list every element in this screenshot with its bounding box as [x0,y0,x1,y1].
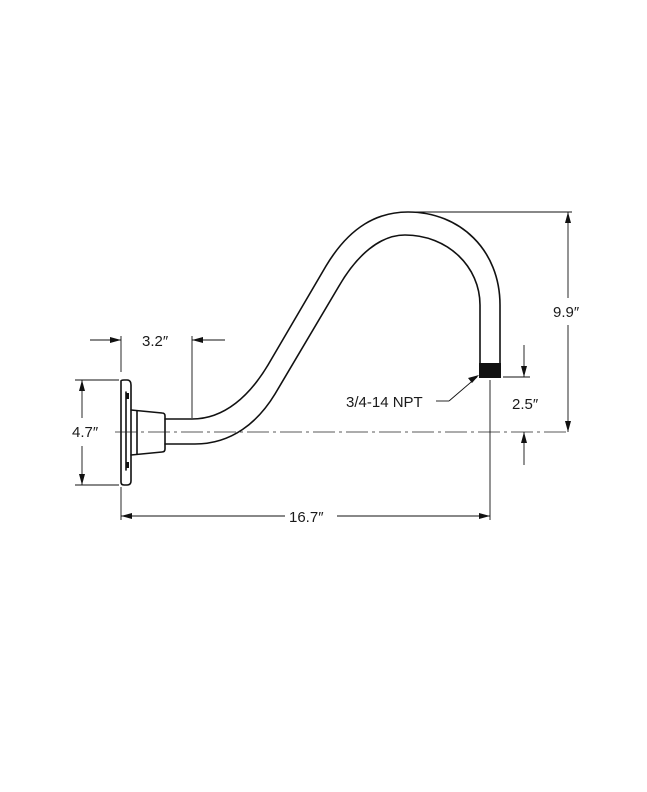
offset-dimension: 3.2″ [90,333,225,418]
gooseneck-tube-outer [164,211,501,420]
gooseneck-tube-inner [164,234,481,445]
plate-height-dimension: 4.7″ [72,379,119,486]
plate-height-label: 4.7″ [72,424,99,441]
reach-label: 16.7″ [289,509,324,526]
thread-label: 3/4-14 NPT [346,394,423,411]
offset-label: 3.2″ [142,333,169,350]
npt-thread-end [479,363,501,378]
drop-dimension: 2.5″ [503,345,539,465]
drop-label: 2.5″ [512,396,539,413]
total-height-label: 9.9″ [553,304,580,321]
total-height-dimension: 9.9″ [410,211,580,432]
arm-hub [130,409,166,456]
reach-dimension: 16.7″ [120,380,491,526]
thread-callout: 3/4-14 NPT [346,375,479,411]
wall-plate [120,379,132,486]
